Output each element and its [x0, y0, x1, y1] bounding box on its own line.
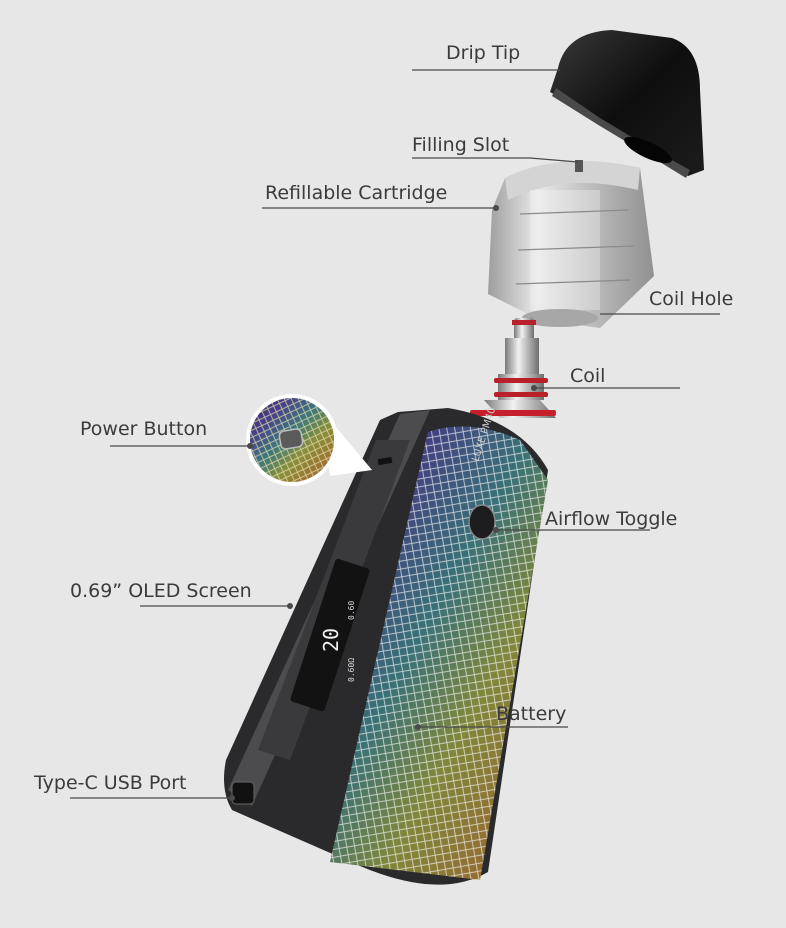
label-oled-screen: 0.69” OLED Screen	[70, 580, 252, 602]
label-refillable-cartridge: Refillable Cartridge	[265, 182, 447, 204]
coil-part	[470, 318, 556, 418]
leader-lines	[70, 69, 720, 799]
power-button-control	[278, 428, 304, 450]
label-coil: Coil	[570, 365, 605, 387]
oled-power-value: 20	[319, 628, 343, 652]
oled-puff-value: 0.60	[347, 601, 356, 620]
label-coil-hole: Coil Hole	[649, 288, 733, 310]
device-body	[224, 408, 548, 885]
drip-tip-part	[550, 30, 704, 178]
callout-labels: Drip Tip Filling Slot Refillable Cartrid…	[33, 42, 733, 794]
label-usb-port: Type-C USB Port	[33, 772, 187, 794]
oled-readout: 20 0.60Ω 0.60	[319, 601, 356, 682]
cartridge-part	[488, 160, 654, 328]
label-filling-slot: Filling Slot	[412, 134, 509, 156]
label-airflow-toggle: Airflow Toggle	[545, 508, 677, 530]
label-battery: Battery	[496, 703, 566, 725]
label-power-button: Power Button	[80, 418, 207, 440]
leader-dots	[229, 205, 537, 801]
oled-screen-window	[290, 558, 370, 712]
airflow-toggle-control	[468, 504, 496, 540]
label-drip-tip: Drip Tip	[446, 42, 520, 64]
usb-port-opening	[231, 781, 255, 805]
oled-resistance-value: 0.60Ω	[347, 658, 356, 682]
power-button-inset	[246, 394, 372, 486]
